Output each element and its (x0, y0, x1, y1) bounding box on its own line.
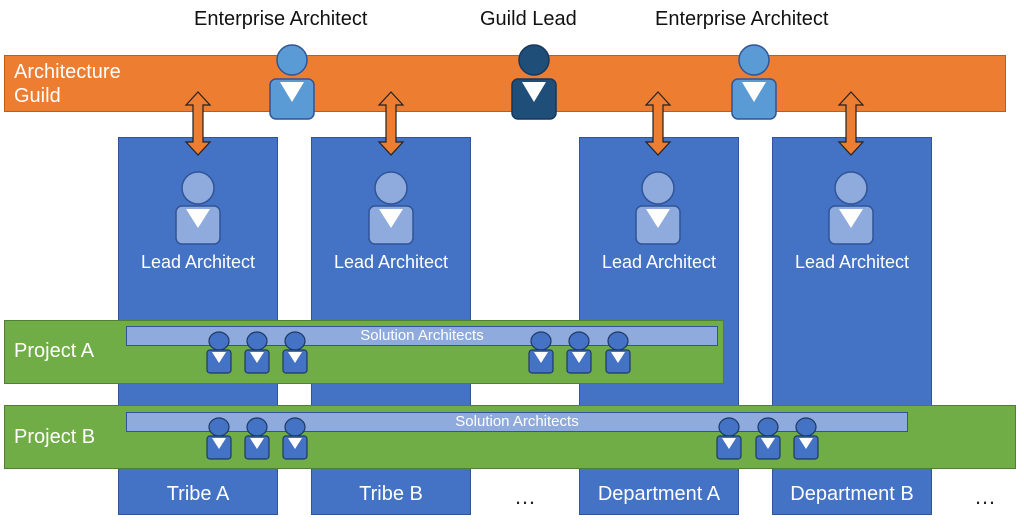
guild-lead-person-icon (511, 44, 557, 120)
project-a-label: Project A (14, 340, 95, 362)
double-arrow-icon (184, 91, 212, 156)
solution-architect-person-icon (282, 331, 308, 374)
column-label-department-b: Department B (790, 483, 914, 505)
column-label-tribe-a: Tribe A (166, 483, 230, 505)
double-arrow-icon (837, 91, 865, 156)
double-arrow-icon (377, 91, 405, 156)
solution-architect-person-icon (793, 417, 819, 460)
solution-architect-person-icon (716, 417, 742, 460)
solution-architect-person-icon (244, 331, 270, 374)
column-label-department-a: Department A (597, 483, 721, 505)
lead-architect-person-icon (368, 171, 414, 245)
solution-architect-person-icon (206, 417, 232, 460)
lead-architect-label-department-b: Lead Architect (794, 252, 910, 272)
enterprise-architect-person-icon (731, 44, 777, 120)
lead-architect-person-icon (828, 171, 874, 245)
guild-title-line2: Guild (14, 85, 61, 107)
solution-architect-person-icon (755, 417, 781, 460)
solution-architects-label-b: Solution Architects (455, 413, 579, 430)
architecture-guild-bar (4, 55, 1006, 112)
solution-architects-bar-b (126, 412, 908, 432)
ellipsis-right: … (974, 484, 997, 509)
enterprise-architect-label-right: Enterprise Architect (655, 8, 829, 30)
lead-architect-label-tribe-a: Lead Architect (140, 252, 256, 272)
architecture-guild-title: Architecture Guild (14, 60, 121, 108)
solution-architect-person-icon (282, 417, 308, 460)
enterprise-architect-person-icon (269, 44, 315, 120)
solution-architects-label-a: Solution Architects (360, 327, 484, 344)
guild-title-line1: Architecture (14, 61, 121, 83)
solution-architect-person-icon (528, 331, 554, 374)
lead-architect-label-tribe-b: Lead Architect (333, 252, 449, 272)
solution-architect-person-icon (605, 331, 631, 374)
guild-lead-label: Guild Lead (480, 8, 577, 30)
lead-architect-person-icon (175, 171, 221, 245)
solution-architect-person-icon (206, 331, 232, 374)
double-arrow-icon (644, 91, 672, 156)
project-b-label: Project B (14, 426, 96, 448)
ellipsis-middle: … (514, 484, 537, 509)
lead-architect-label-department-a: Lead Architect (601, 252, 717, 272)
enterprise-architect-label-left: Enterprise Architect (194, 8, 368, 30)
solution-architect-person-icon (244, 417, 270, 460)
column-label-tribe-b: Tribe B (359, 483, 423, 505)
lead-architect-person-icon (635, 171, 681, 245)
solution-architect-person-icon (566, 331, 592, 374)
